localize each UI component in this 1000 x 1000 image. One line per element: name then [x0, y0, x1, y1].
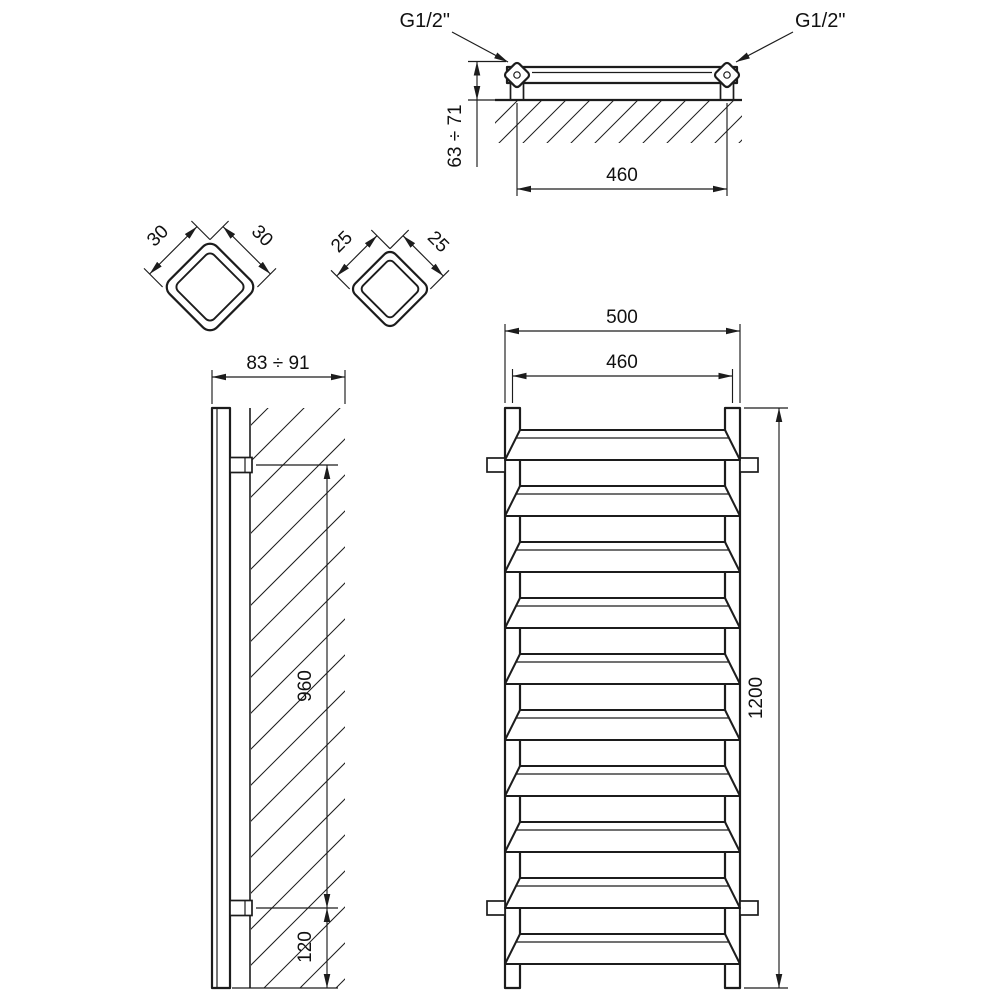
rung — [504, 485, 741, 517]
fitting-right — [713, 61, 741, 89]
rungs — [504, 429, 741, 965]
fitting-left-center — [513, 71, 521, 79]
hatch-line — [251, 834, 345, 930]
hatch-line — [546, 100, 591, 143]
hatch-line — [498, 100, 543, 143]
hatch-line — [251, 726, 345, 822]
hatch-line — [666, 100, 711, 143]
rung — [504, 597, 741, 629]
dim-depth-label: 83 ÷ 91 — [246, 353, 309, 374]
hatch-line — [263, 906, 345, 988]
hatch-line — [495, 100, 519, 124]
profile-30-width-label: 30 — [143, 221, 173, 251]
rung — [504, 765, 741, 797]
fitting-left — [503, 61, 531, 89]
dim-bottom-offset: 120 — [232, 908, 338, 989]
hatch-line — [251, 474, 345, 570]
hatch-line — [251, 408, 341, 498]
radiator-top-profile — [505, 65, 739, 85]
hatch-line — [299, 942, 345, 988]
hatch-line — [738, 139, 742, 143]
dim-axis-spacing-top: 460 — [516, 103, 728, 196]
bracket-tabs — [486, 457, 759, 916]
dim-bracket-spacing: 960 — [256, 464, 338, 909]
wall-hatch-top — [495, 100, 742, 143]
hatch-line — [570, 100, 615, 143]
dim-axis-spacing-top-label: 460 — [606, 165, 638, 186]
rung — [504, 877, 741, 909]
hatch-line — [594, 100, 639, 143]
connection-label-left: G1/2" — [400, 10, 450, 32]
dim-axis-spacing-front: 460 — [511, 352, 734, 403]
hatch-line — [251, 618, 345, 714]
leader-right — [735, 31, 794, 63]
hatch-line — [251, 798, 345, 894]
rung — [504, 429, 741, 461]
hatch-line — [251, 870, 345, 966]
rung — [504, 653, 741, 685]
hatch-line — [642, 100, 687, 143]
side-view: 83 ÷ 91 960 120 — [210, 353, 364, 1000]
hatch-line — [251, 408, 269, 426]
hatch-line — [251, 762, 345, 858]
rung — [504, 821, 741, 853]
profile-detail-25: 25 25 — [327, 227, 453, 328]
wall-hatch-side — [236, 408, 364, 1000]
rung — [504, 933, 741, 965]
profile-25-width-label: 25 — [327, 227, 357, 257]
dim-overall-height: 1200 — [744, 407, 788, 989]
hatch-line — [251, 582, 345, 678]
rung — [504, 709, 741, 741]
front-view: 500 460 1200 — [486, 307, 788, 990]
hatch-line — [335, 978, 345, 988]
leader-left — [451, 31, 509, 63]
vertical-tube-side — [210, 406, 232, 990]
hatch-line — [618, 100, 663, 143]
dim-overall-height-label: 1200 — [746, 677, 767, 719]
fitting-right-center — [723, 71, 731, 79]
profile-30-height-label: 30 — [247, 221, 277, 251]
dim-depth: 83 ÷ 91 — [211, 353, 346, 404]
dim-bracket-spacing-label: 960 — [295, 670, 316, 702]
hatch-line — [522, 100, 567, 143]
profile-detail-30: 30 30 — [143, 220, 277, 332]
hatch-line — [251, 690, 345, 786]
hatch-line — [251, 546, 345, 642]
hatch-line — [251, 510, 345, 606]
hatch-line — [236, 996, 364, 1000]
hatch-line — [690, 100, 735, 143]
hatch-line — [251, 654, 345, 750]
hatch-line — [251, 438, 345, 534]
dim-axis-spacing-front-label: 460 — [606, 352, 638, 373]
dim-wall-clearance-label: 63 ÷ 71 — [445, 104, 466, 167]
dim-bottom-offset-label: 120 — [295, 931, 316, 963]
dim-wall-clearance: 63 ÷ 71 — [445, 60, 506, 168]
dim-overall-width: 500 — [504, 307, 741, 403]
dim-overall-width-label: 500 — [606, 307, 638, 328]
rung — [504, 541, 741, 573]
connection-label-right: G1/2" — [795, 10, 845, 32]
profile-25-height-label: 25 — [423, 227, 453, 257]
bracket-upper-side — [229, 456, 253, 474]
hatch-line — [251, 408, 305, 462]
top-view: G1/2" G1/2" 63 ÷ 71 460 — [400, 10, 845, 196]
bracket-lower-side — [229, 899, 253, 917]
hatch-line — [714, 115, 742, 143]
